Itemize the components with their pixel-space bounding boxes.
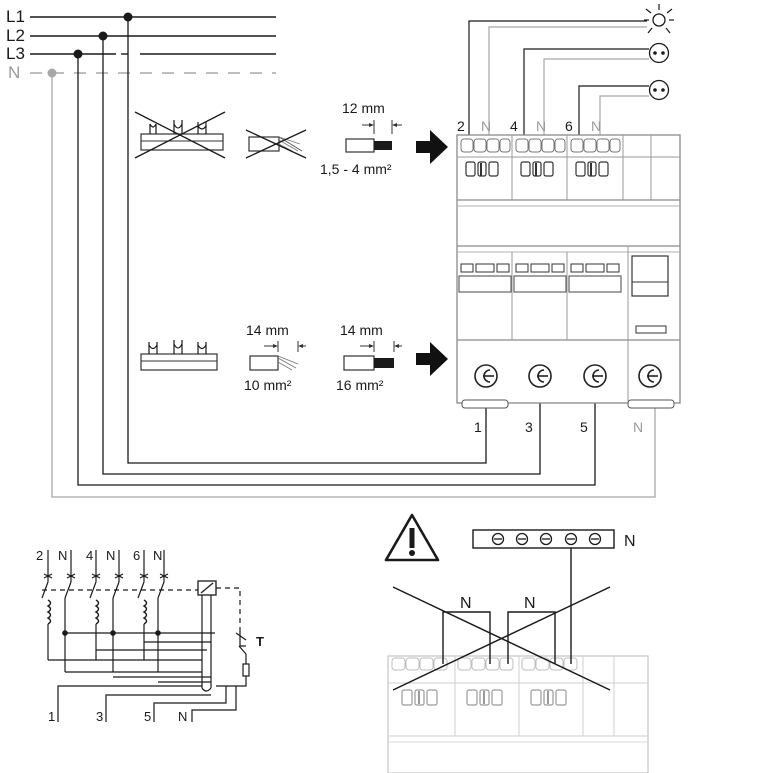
allowed-busbar xyxy=(140,340,218,371)
terminal-label-6: 6 xyxy=(565,118,573,134)
terminal-label-n-3: N xyxy=(591,118,601,134)
terminal-block-1 xyxy=(460,138,511,177)
schematic-label-5: 5 xyxy=(144,709,151,724)
schematic: 2 N 4 N 6 N xyxy=(36,548,264,724)
strip-length-lower-right: 14 mm xyxy=(340,322,383,338)
neutral-bar-label: N xyxy=(624,533,636,550)
arrow-icon-lower xyxy=(416,342,448,376)
schematic-label-4: 4 xyxy=(86,548,93,563)
terminal-label-2: 2 xyxy=(457,118,465,134)
bottom-screw-terminals xyxy=(461,364,675,409)
socket-icon-top xyxy=(648,42,670,64)
wire-label-right: N xyxy=(524,595,536,612)
bus-label-l3: L3 xyxy=(6,44,25,63)
schematic-label-n-3: N xyxy=(153,548,162,563)
screw-terminal-5 xyxy=(583,364,607,388)
screw-terminal-3 xyxy=(528,364,552,388)
supply-drops xyxy=(47,12,656,498)
breaker-levers xyxy=(458,255,669,334)
neutral-bar xyxy=(472,529,615,549)
lamp-icon xyxy=(644,4,674,34)
schematic-label-6: 6 xyxy=(133,548,140,563)
stripped-wire-lower-right xyxy=(343,341,402,371)
terminal-block-2 xyxy=(515,138,566,177)
screw-terminal-n xyxy=(638,364,662,388)
terminal-label-n-bottom: N xyxy=(633,419,643,435)
bus-label-l2: L2 xyxy=(6,26,25,45)
terminal-label-1: 1 xyxy=(474,419,482,435)
stripped-wire-upper xyxy=(345,120,402,153)
forbidden-wire xyxy=(245,129,307,159)
strip-length-lower-left: 14 mm xyxy=(246,322,289,338)
cross-out-line-2 xyxy=(392,586,611,691)
cross-section-lower-right: 16 mm² xyxy=(336,377,384,393)
terminal-label-3: 3 xyxy=(525,419,533,435)
schematic-label-n: N xyxy=(178,709,187,724)
top-terminal-blocks xyxy=(460,138,621,177)
stripped-wire-lower-left xyxy=(249,341,306,371)
forbidden-busbar xyxy=(134,111,226,159)
device-outline-grey xyxy=(387,655,649,773)
warning-section: N xyxy=(384,513,649,773)
bus-label-n: N xyxy=(8,63,20,82)
wire-label-left: N xyxy=(460,595,472,612)
terminal-label-n-1: N xyxy=(481,118,491,134)
schematic-label-1: 1 xyxy=(48,709,55,724)
screw-terminal-1 xyxy=(474,364,498,388)
cross-section-lower-left: 10 mm² xyxy=(244,377,292,393)
warning-icon xyxy=(384,513,440,562)
terminal-label-n-2: N xyxy=(536,118,546,134)
bus-lines xyxy=(30,16,276,74)
schematic-label-n-2: N xyxy=(106,548,115,563)
socket-icon-bottom xyxy=(648,79,670,101)
test-button-label: T xyxy=(256,634,264,649)
strip-length-upper: 12 mm xyxy=(342,100,385,116)
terminal-label-5: 5 xyxy=(580,419,588,435)
bus-label-l1: L1 xyxy=(6,7,25,26)
load-symbols xyxy=(468,4,674,135)
schematic-label-n-1: N xyxy=(58,548,67,563)
cross-section-upper: 1,5 - 4 mm² xyxy=(320,161,392,177)
terminal-block-3 xyxy=(570,138,621,177)
terminal-label-4: 4 xyxy=(510,118,518,134)
arrow-icon-upper xyxy=(416,130,448,164)
schematic-label-2: 2 xyxy=(36,548,43,563)
schematic-label-3: 3 xyxy=(96,709,103,724)
